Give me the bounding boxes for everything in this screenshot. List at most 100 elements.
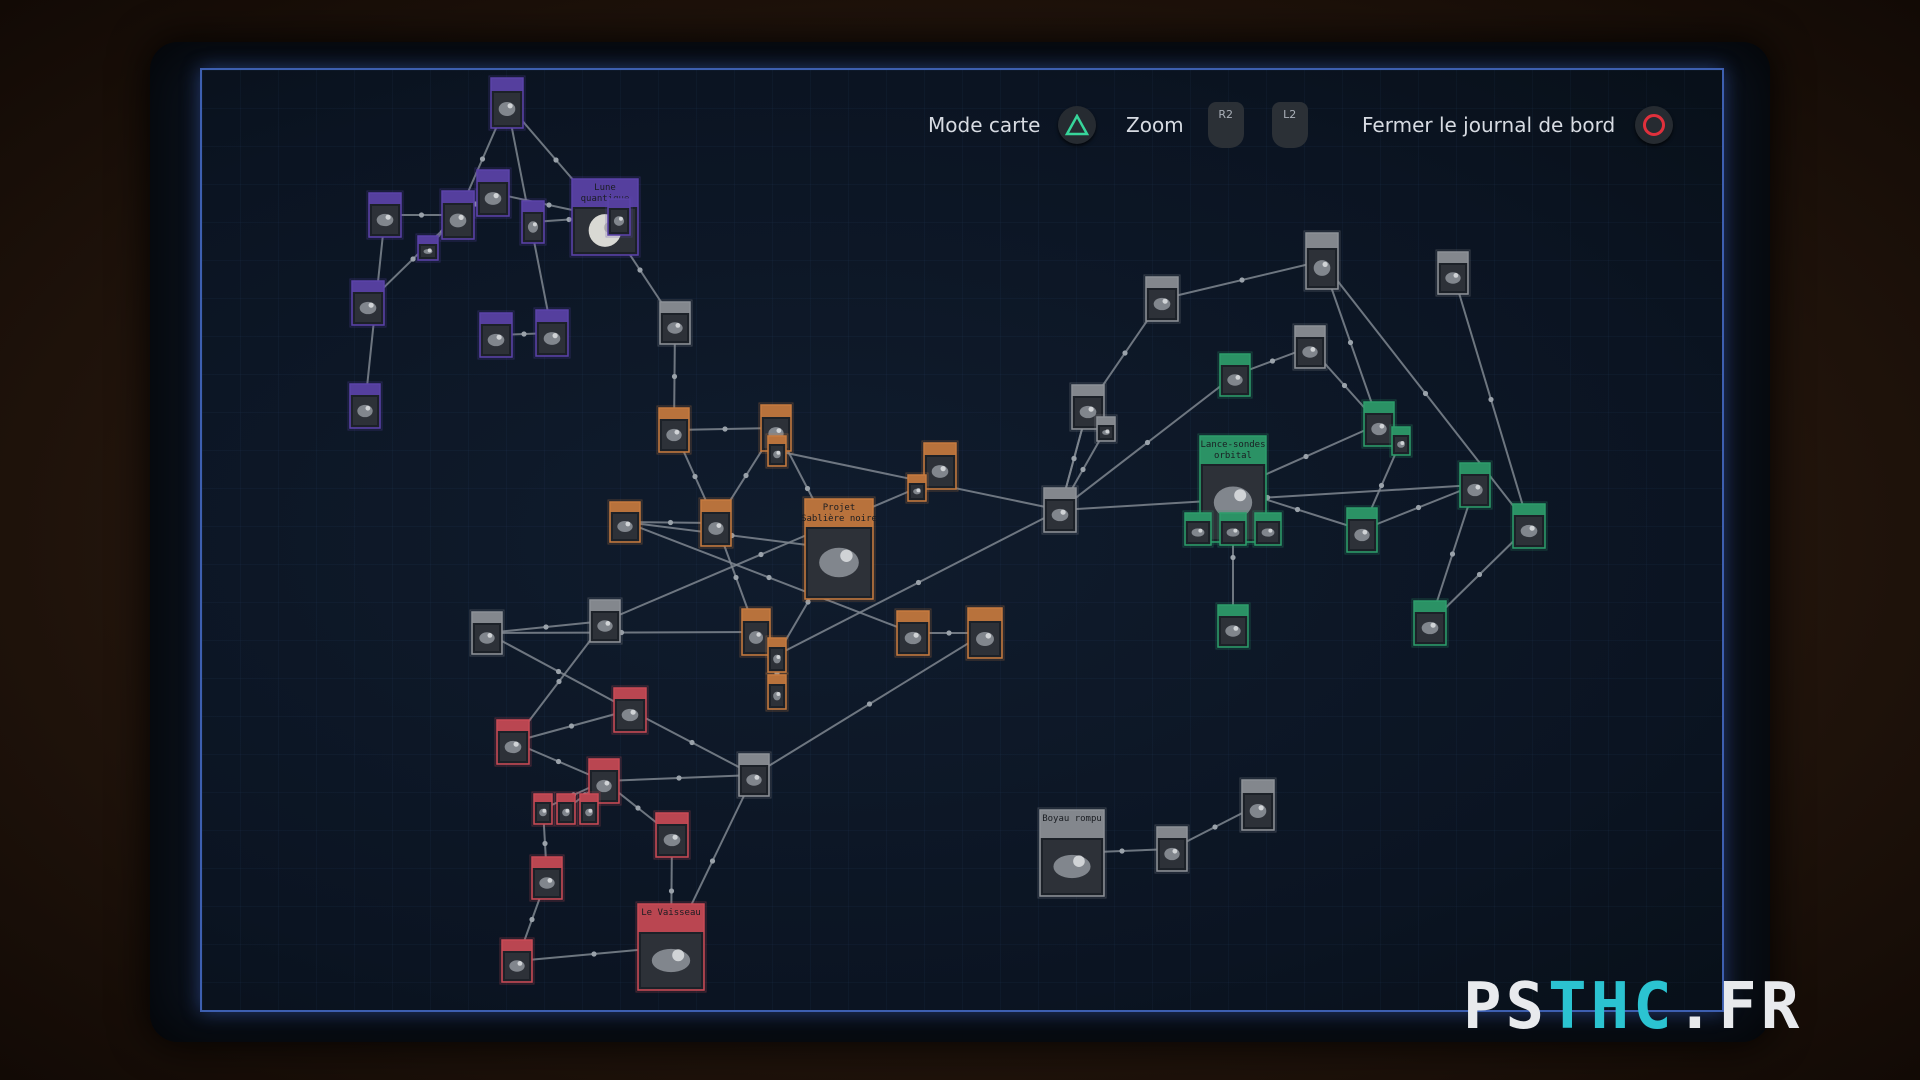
entry-image-highlight <box>618 216 623 221</box>
entry-glow <box>519 198 547 246</box>
connection-midpoint <box>733 574 739 581</box>
circle-button-icon[interactable] <box>1635 106 1674 144</box>
entry-glow <box>611 685 649 735</box>
log-entry[interactable] <box>1182 510 1214 548</box>
log-entry[interactable] <box>765 635 789 675</box>
entry-header <box>1146 277 1178 288</box>
entry-image-highlight <box>1060 509 1066 515</box>
entry-image-highlight <box>365 405 371 411</box>
log-entry[interactable] <box>1292 323 1328 371</box>
log-entry[interactable] <box>529 854 565 902</box>
log-entry[interactable] <box>577 791 601 827</box>
log-entry[interactable] <box>1389 424 1413 458</box>
hud-close-log[interactable]: Fermer le journal de bord <box>1362 100 1674 150</box>
zoom-label: Zoom <box>1126 113 1184 137</box>
log-entry[interactable] <box>921 440 959 492</box>
log-entry-major[interactable]: Le Vaisseau <box>635 901 707 993</box>
hud-map-mode[interactable]: Mode carte <box>928 100 1097 150</box>
log-entry[interactable] <box>607 499 643 545</box>
entry-header <box>1185 513 1211 521</box>
entry-image-highlight <box>1400 441 1405 445</box>
log-entry[interactable] <box>1239 777 1277 833</box>
hud-zoom[interactable]: Zoom R2 L2 <box>1126 100 1308 150</box>
log-entry[interactable] <box>533 307 571 359</box>
log-entry[interactable] <box>611 685 649 735</box>
connection-midpoint <box>1303 453 1309 460</box>
entry-header <box>497 720 529 731</box>
entry-image-highlight <box>916 488 921 493</box>
entry-image-highlight <box>513 741 519 747</box>
log-entry[interactable] <box>488 75 526 131</box>
entry-image-shape <box>509 960 525 972</box>
entry-image-highlight <box>756 632 761 637</box>
log-entry[interactable] <box>349 278 387 328</box>
log-entry[interactable] <box>587 597 623 645</box>
log-entry[interactable] <box>698 497 734 549</box>
log-entry[interactable] <box>1510 501 1548 551</box>
log-entry[interactable] <box>1154 824 1190 874</box>
log-entry[interactable] <box>605 196 633 238</box>
log-entry[interactable] <box>586 756 622 806</box>
entry-header <box>1392 427 1410 435</box>
log-entry[interactable] <box>1217 510 1249 548</box>
log-entry[interactable] <box>477 310 515 360</box>
entry-image-shape <box>651 948 691 973</box>
log-entry[interactable] <box>474 167 512 219</box>
log-entry[interactable] <box>554 791 578 827</box>
log-entry[interactable] <box>1303 230 1341 292</box>
connection-midpoint <box>553 157 559 163</box>
log-entry[interactable] <box>1041 485 1079 535</box>
log-entry[interactable] <box>519 198 547 246</box>
r2-trigger-icon[interactable]: R2 <box>1207 102 1244 148</box>
log-entry[interactable] <box>657 299 693 347</box>
entry-image-highlight <box>487 633 493 638</box>
entry-header <box>477 170 509 182</box>
log-entry[interactable] <box>439 188 477 242</box>
log-entry[interactable] <box>531 791 555 827</box>
entry-glow <box>802 496 876 602</box>
log-entry[interactable] <box>1217 351 1253 399</box>
log-entry[interactable] <box>1252 510 1284 548</box>
log-entry[interactable] <box>656 405 692 455</box>
log-entry[interactable] <box>653 810 691 860</box>
entry-image-shape <box>1302 346 1318 358</box>
entry-image-highlight <box>493 193 499 199</box>
l2-trigger-icon[interactable]: L2 <box>1271 102 1308 148</box>
entry-header <box>557 794 575 802</box>
log-entry[interactable] <box>736 751 772 799</box>
log-entry[interactable] <box>1094 414 1118 444</box>
log-entry[interactable] <box>499 937 535 985</box>
log-entry[interactable] <box>1215 602 1251 650</box>
entry-image-shape <box>1467 483 1483 497</box>
triangle-button-icon[interactable] <box>1058 106 1097 144</box>
log-entry[interactable] <box>347 381 383 431</box>
connection-midpoint <box>804 485 811 492</box>
entry-header <box>1040 810 1104 838</box>
log-entry[interactable] <box>1361 399 1397 449</box>
log-entry[interactable] <box>1069 382 1107 432</box>
log-entry[interactable] <box>1435 249 1471 297</box>
entry-image-highlight <box>674 429 680 435</box>
log-entry[interactable] <box>1344 505 1380 555</box>
entry-glow <box>1094 414 1118 444</box>
log-entry[interactable] <box>965 605 1005 661</box>
log-entry[interactable] <box>1457 460 1493 510</box>
log-entry[interactable] <box>1411 598 1449 648</box>
log-entry[interactable] <box>469 609 505 657</box>
log-entry[interactable] <box>765 672 789 712</box>
log-entry[interactable] <box>415 233 441 263</box>
entry-header <box>352 281 384 292</box>
entry-image-highlight <box>1172 848 1178 854</box>
log-entry[interactable] <box>765 433 789 469</box>
log-entry-major[interactable]: Boyau rompu <box>1037 807 1107 899</box>
log-entry[interactable] <box>366 190 404 240</box>
log-entry[interactable] <box>905 472 929 504</box>
log-entry[interactable] <box>739 606 773 658</box>
log-entry[interactable] <box>494 717 532 767</box>
connection-midpoint <box>668 888 675 894</box>
entry-header <box>908 475 926 483</box>
log-entry[interactable] <box>894 608 932 658</box>
log-entry[interactable] <box>1143 274 1181 324</box>
